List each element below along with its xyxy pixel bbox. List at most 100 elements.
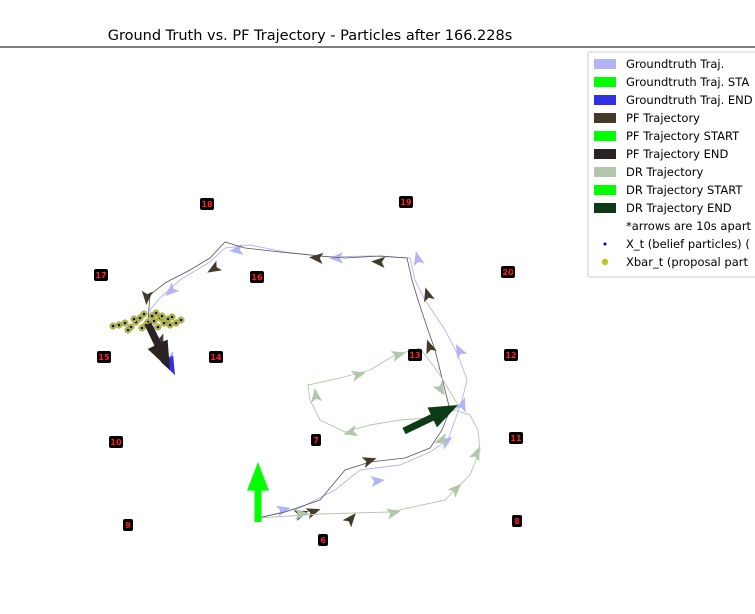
- pf-trajectory-arrow: [371, 256, 386, 268]
- legend-item-xbar-t-proposal-part-swatch: [601, 258, 609, 266]
- belief-particle: [138, 316, 142, 320]
- belief-particle: [170, 315, 174, 319]
- landmark-box: [97, 351, 111, 363]
- landmark-box: [94, 269, 108, 281]
- landmark-label: 9: [125, 521, 131, 530]
- landmark-label: 7: [313, 436, 319, 445]
- belief-particle: [140, 326, 144, 330]
- belief-particle: [126, 328, 130, 332]
- pf-trajectory-line: [147, 241, 451, 519]
- pf-trajectory-arrow: [305, 508, 321, 519]
- groundtruth-traj-arrow: [455, 344, 468, 359]
- legend-item-dr-trajectory-start-swatch: [594, 185, 616, 195]
- legend-item-groundtruth-traj-end-swatch: [594, 95, 616, 105]
- belief-particle: [174, 321, 178, 325]
- pf-trajectory-arrow: [426, 339, 437, 355]
- landmark-label: 16: [251, 273, 263, 282]
- pf-trajectory-arrow: [361, 457, 377, 468]
- pf-trajectory-arrow: [141, 290, 153, 305]
- pf-end-arrow: [144, 322, 171, 371]
- landmark-label: 8: [514, 517, 520, 526]
- landmark-box: [509, 432, 523, 444]
- belief-particle: [166, 317, 170, 321]
- legend-item-dr-trajectory-end-label: DR Trajectory END: [626, 201, 732, 215]
- belief-particle: [162, 321, 166, 325]
- start-end-arrows: [144, 322, 459, 522]
- dr-trajectory-arrow: [434, 433, 450, 444]
- landmark-box: [399, 196, 413, 208]
- legend-frame: [587, 51, 755, 278]
- landmark-box: [123, 519, 133, 531]
- legend-item-pf-trajectory-start-label: PF Trajectory START: [626, 129, 740, 143]
- dr-trajectory-arrow: [468, 446, 480, 462]
- landmark-label: 15: [98, 353, 110, 362]
- landmark-box: [250, 271, 264, 283]
- dr-trajectory-arrow: [311, 388, 323, 403]
- chart-title: Ground Truth vs. PF Trajectory - Particl…: [108, 28, 513, 44]
- landmark-label: 19: [400, 198, 412, 207]
- groundtruth-traj-arrow: [165, 282, 180, 297]
- legend-item-arrows-are-10s-apart-label: *arrows are 10s apart: [626, 219, 752, 233]
- legend-item-dr-trajectory-label: DR Trajectory: [626, 165, 703, 179]
- dr-trajectory-arrow: [385, 508, 401, 520]
- legend-item-groundtruth-traj-label: Groundtruth Traj.: [626, 57, 724, 71]
- belief-particle: [154, 311, 158, 315]
- pf-trajectory-arrow: [207, 260, 223, 273]
- belief-particle: [132, 317, 136, 321]
- dr-trajectory-arrow: [294, 508, 309, 520]
- legend-item-groundtruth-traj-swatch: [594, 59, 616, 69]
- landmark-box: [318, 534, 328, 546]
- landmark-box: [512, 515, 522, 527]
- groundtruth-traj-arrow: [370, 476, 385, 488]
- landmark-label: 14: [210, 353, 222, 362]
- belief-particle: [168, 323, 172, 327]
- landmark-label: 13: [409, 351, 420, 360]
- belief-particle: [156, 325, 160, 329]
- pf-trajectory-arrow: [424, 287, 435, 303]
- landmark-box: [109, 436, 123, 448]
- legend-item-pf-trajectory-end-swatch: [594, 149, 616, 159]
- groundtruth-traj-arrow: [455, 397, 466, 413]
- groundtruth-traj-arrow: [275, 505, 291, 517]
- legend-item-groundtruth-traj-sta-swatch: [594, 77, 616, 87]
- belief-particle: [142, 312, 146, 316]
- groundtruth-traj-line: [149, 244, 468, 519]
- landmark-label: 12: [505, 351, 516, 360]
- belief-particle: [152, 319, 156, 323]
- legend-item-pf-trajectory-swatch: [594, 113, 616, 123]
- legend-item-x-t-belief-particles-swatch: [603, 242, 607, 246]
- belief-particle: [150, 314, 154, 318]
- legend-item-dr-trajectory-start-label: DR Trajectory START: [626, 183, 743, 197]
- legend-item-pf-trajectory-end-label: PF Trajectory END: [626, 147, 729, 161]
- dr-trajectory-arrow: [343, 425, 359, 437]
- legend-item-x-t-belief-particles-label: X_t (belief particles) (: [626, 237, 750, 251]
- dr-end-arrow: [402, 404, 459, 435]
- landmark-label: 17: [95, 271, 106, 280]
- belief-particle: [123, 321, 127, 325]
- landmark-box: [501, 266, 515, 278]
- belief-particle: [179, 318, 183, 322]
- dr-trajectory-line: [257, 347, 481, 519]
- landmark-label: 18: [201, 200, 213, 209]
- legend-item-pf-trajectory-start-swatch: [594, 131, 616, 141]
- landmark-label: 10: [110, 438, 122, 447]
- dr-trajectory-arrow: [390, 350, 406, 362]
- pf-trajectory-arrow: [342, 513, 356, 528]
- belief-particle: [117, 323, 121, 327]
- dr-trajectory-arrow: [447, 483, 462, 498]
- start-arrow: [247, 462, 269, 522]
- landmark-box: [311, 434, 321, 446]
- landmark-box: [209, 351, 223, 363]
- dr-trajectory-arrow: [432, 380, 445, 396]
- legend-item-groundtruth-traj-end-label: Groundtruth Traj. END: [626, 93, 753, 107]
- trajectories: [141, 241, 481, 528]
- landmark-label: 20: [502, 268, 514, 277]
- legend-item-pf-trajectory-label: PF Trajectory: [626, 111, 700, 125]
- legend-item-dr-trajectory-end-swatch: [594, 203, 616, 213]
- pf-trajectory-arrow: [309, 252, 324, 264]
- belief-particle: [111, 324, 115, 328]
- groundtruth-traj-arrow: [413, 251, 425, 267]
- landmark-box: [408, 349, 422, 361]
- groundtruth-traj-arrow: [229, 243, 244, 255]
